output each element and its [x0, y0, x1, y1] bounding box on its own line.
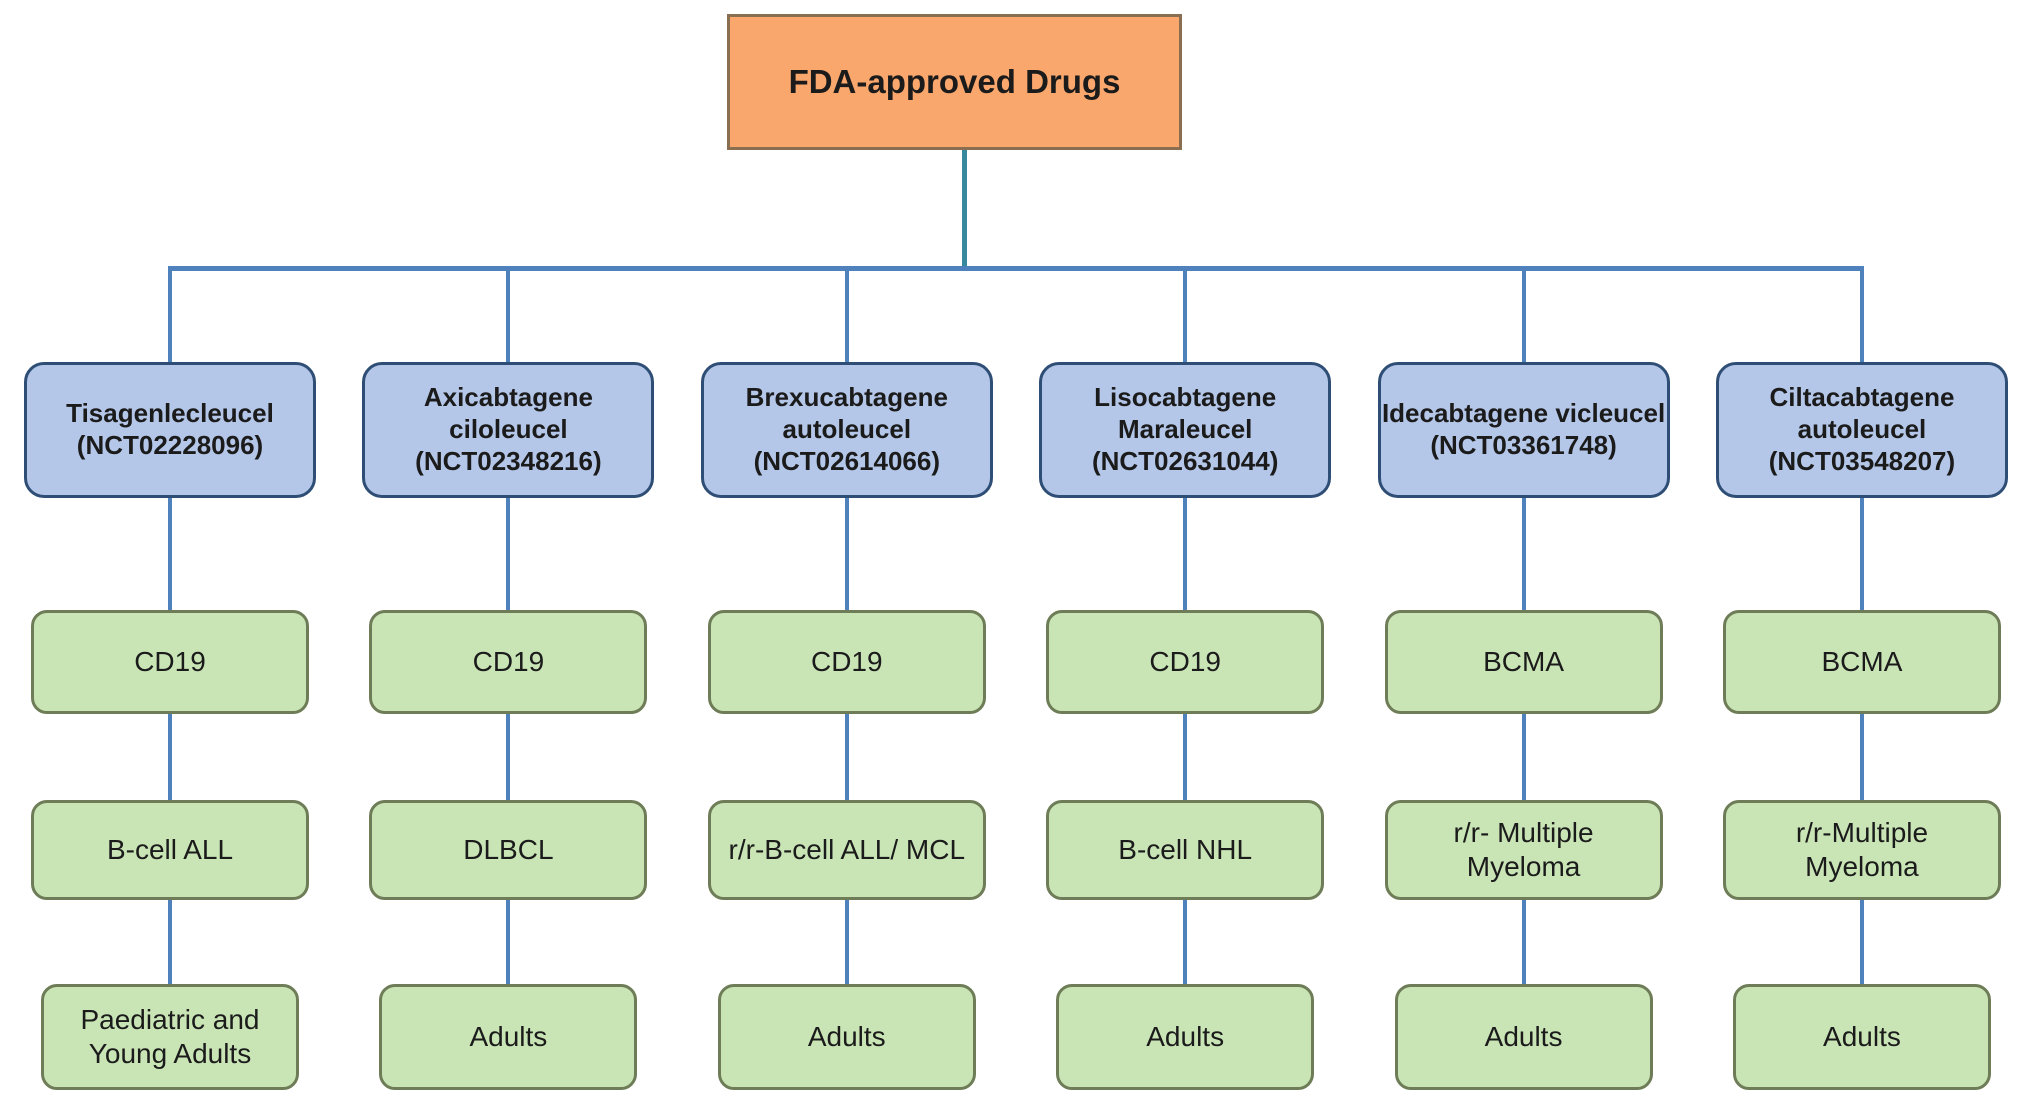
drug-name: Idecabtagene vicleucel: [1381, 398, 1666, 429]
drug-node: Idecabtagene vicleucel (NCT03361748): [1377, 362, 1670, 498]
indication-node: B-cell ALL: [31, 800, 309, 900]
target-node: BCMA: [1384, 610, 1663, 714]
connector-bus-line: [168, 266, 1864, 271]
population-node: Adults: [1732, 984, 1991, 1090]
column-brexucabtagene-autoleucel: Brexucabtagene autoleucel (NCT02614066) …: [697, 0, 997, 1115]
target-node: CD19: [31, 610, 309, 714]
target-node: CD19: [707, 610, 986, 714]
drug-node: Brexucabtagene autoleucel (NCT02614066): [700, 362, 993, 498]
indication-node: B-cell NHL: [1046, 800, 1325, 900]
column-idecabtagene-vicleucel: Idecabtagene vicleucel (NCT03361748) BCM…: [1374, 0, 1674, 1115]
indication-node: r/r-B-cell ALL/ MCL: [707, 800, 986, 900]
indication-node: r/r-Multiple Myeloma: [1722, 800, 2001, 900]
trial-id: (NCT02631044): [1091, 445, 1279, 476]
drug-name: Tisagenlecleucel: [66, 398, 274, 429]
root-node-fda-approved-drugs: FDA-approved Drugs: [727, 14, 1182, 150]
drug-name: Axicabtagene ciloleucel: [423, 382, 593, 445]
target-node: BCMA: [1722, 610, 2001, 714]
trial-id: (NCT03361748): [1430, 430, 1617, 460]
drug-node: Tisagenlecleucel (NCT02228096): [24, 362, 316, 498]
column-axicabtagene-ciloleucel: Axicabtagene ciloleucel (NCT02348216) CD…: [358, 0, 658, 1115]
population-node: Adults: [1394, 984, 1653, 1090]
target-node: CD19: [369, 610, 648, 714]
drug-name: Lisocabtagene Maraleucel: [1094, 382, 1277, 445]
column-lisocabtagene-maraleucel: Lisocabtagene Maraleucel (NCT02631044) C…: [1035, 0, 1335, 1115]
root-node-label: FDA-approved Drugs: [788, 63, 1121, 100]
trial-id: (NCT02228096): [76, 430, 264, 460]
drug-node: Axicabtagene ciloleucel (NCT02348216): [362, 362, 655, 498]
indication-node: r/r- Multiple Myeloma: [1384, 800, 1663, 900]
drug-node: Lisocabtagene Maraleucel (NCT02631044): [1039, 362, 1332, 498]
population-node: Paediatric and Young Adults: [41, 984, 299, 1090]
trial-id: (NCT03548207): [1768, 445, 1956, 476]
population-node: Adults: [379, 984, 638, 1090]
drug-name: Brexucabtagene autoleucel: [745, 382, 948, 445]
column-ciltacabtagene-autoleucel: Ciltacabtagene autoleucel (NCT03548207) …: [1712, 0, 2012, 1115]
trial-id: (NCT02348216): [415, 445, 602, 476]
population-node: Adults: [1056, 984, 1315, 1090]
indication-node: DLBCL: [369, 800, 648, 900]
drug-node: Ciltacabtagene autoleucel (NCT03548207): [1715, 362, 2008, 498]
connector-trunk-line: [962, 148, 967, 270]
trial-id: (NCT02614066): [753, 445, 940, 476]
drug-name: Ciltacabtagene autoleucel: [1769, 382, 1955, 445]
column-tisagenlecleucel: Tisagenlecleucel (NCT02228096) CD19 B-ce…: [20, 0, 320, 1115]
target-node: CD19: [1046, 610, 1325, 714]
population-node: Adults: [717, 984, 976, 1090]
